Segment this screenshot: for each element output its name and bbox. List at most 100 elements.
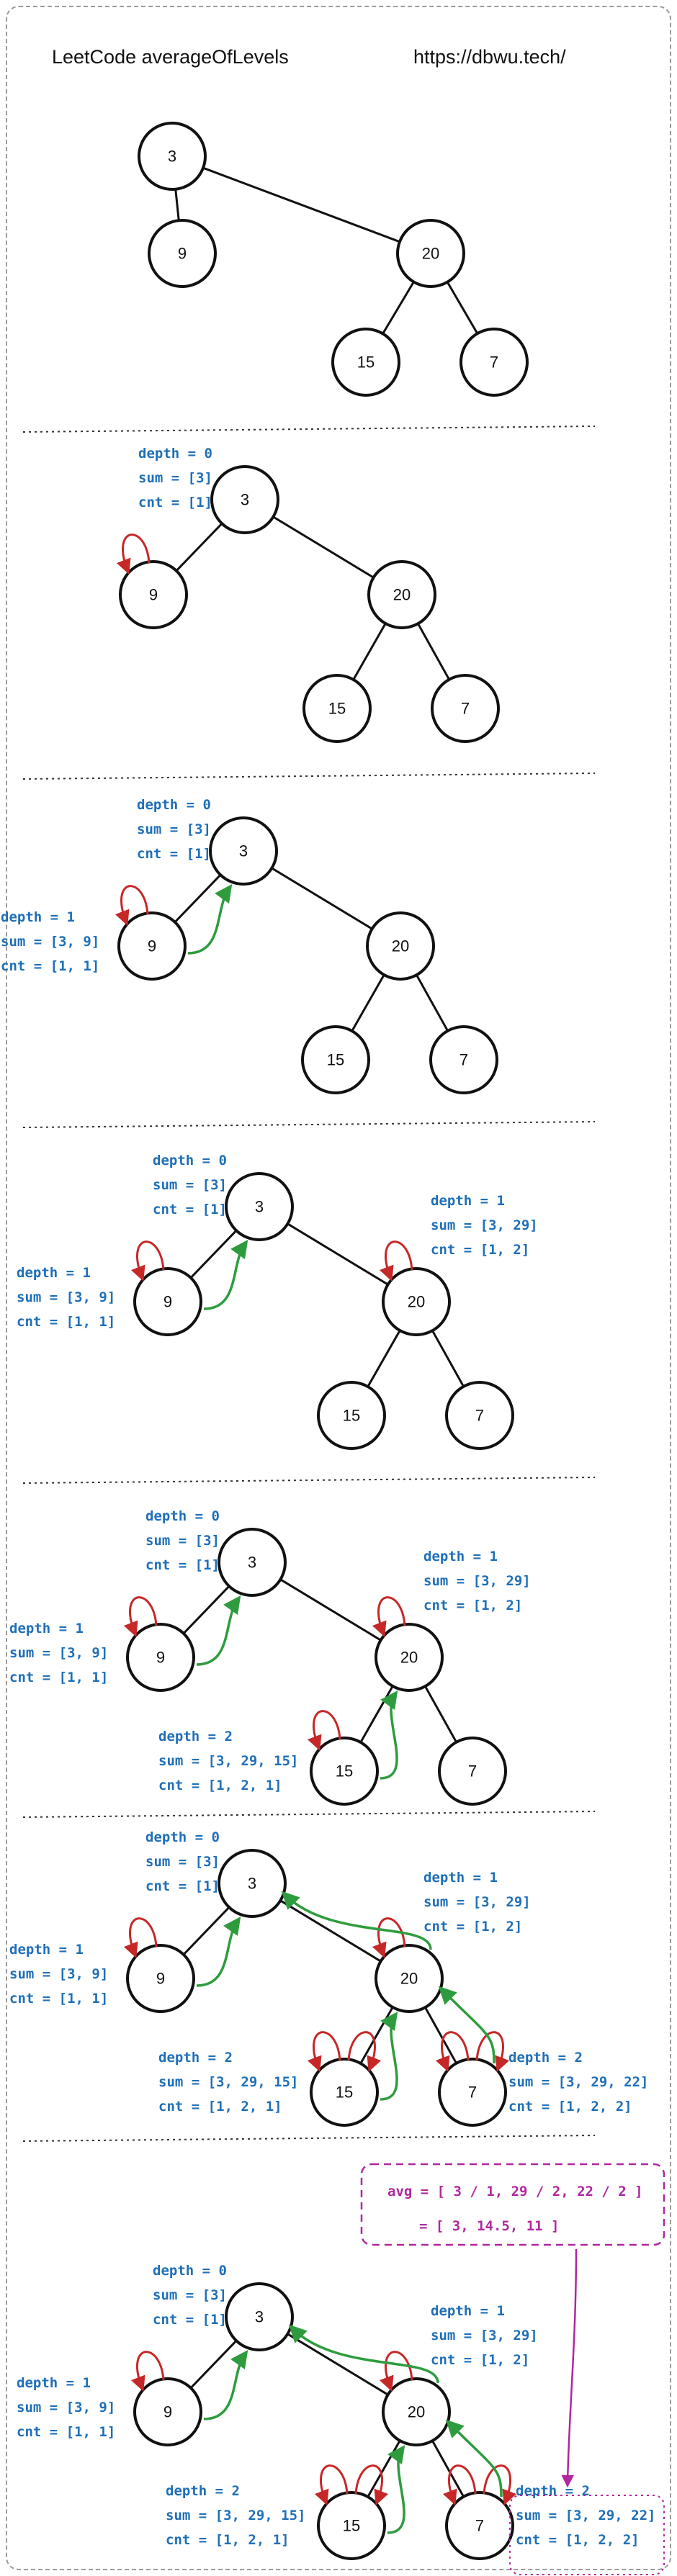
final-state-box [509,2495,665,2575]
tree-node [225,1172,294,1241]
node-value: 20 [400,1970,418,1988]
tree-edge [417,623,450,680]
return-arrow [445,2419,503,2498]
state-label-line: cnt = [1] [153,2312,227,2328]
state-label-line: depth = 2 [166,2483,240,2499]
node-value: 15 [336,1762,353,1780]
section-divider [22,425,596,433]
section-divider [22,1477,596,1484]
state-label-line: cnt = [1, 1] [17,2424,115,2440]
return-arrow [187,884,233,955]
tree-node [148,219,217,288]
recursion-arrow [115,885,149,926]
node-value: 7 [475,2517,484,2535]
tree-node [375,1944,444,2013]
node-value: 7 [468,2084,477,2102]
node-value: 9 [163,1293,172,1311]
state-label-line: cnt = [1, 2, 2] [516,2532,640,2548]
tree-edge [279,1899,382,1963]
tree-edge [446,281,479,335]
tree-node [438,2058,507,2127]
state-label-line: sum = [3, 9] [17,2400,115,2415]
recursion-arrow [379,1240,413,1282]
tree-node [366,911,435,981]
state-label-line: depth = 0 [153,2263,227,2279]
state-label-line: depth = 1 [431,2303,505,2319]
recursion-arrow [307,2031,341,2072]
tree-node [331,328,400,397]
return-arrow [203,1240,248,1310]
state-label-line: sum = [3, 29] [431,2328,538,2343]
tree-edge [431,1330,465,1387]
node-value: 15 [343,1407,360,1425]
state-label-line: sum = [3, 29, 22] [516,2508,655,2523]
state-label-line: cnt = [1] [153,1202,227,1217]
tree-edge [424,1685,457,1743]
return-arrow [387,2445,405,2534]
result-arrow [561,2248,578,2488]
tree-edge [202,166,400,243]
node-value: 3 [255,2308,264,2326]
tree-node [317,1381,386,1450]
state-label-line: depth = 1 [431,1193,505,1209]
tree-node [218,1528,287,1597]
tree-edge [431,2440,465,2498]
node-value: 15 [336,2084,353,2102]
state-label-line: cnt = [1] [145,1557,220,1573]
tree-node [367,560,436,629]
source-url: https://dbwu.tech/ [413,46,566,68]
tree-node [301,1025,370,1094]
return-arrow [380,2012,398,2101]
node-value: 7 [468,1762,477,1780]
tree-edge [424,2007,457,2064]
state-label-line: cnt = [1, 1] [1,958,99,974]
tree-node [459,328,529,397]
state-label-line: depth = 1 [423,1549,498,1564]
state-label-line: depth = 0 [138,446,212,461]
section-divider [22,1121,596,1128]
node-value: 15 [327,1051,344,1069]
state-label-line: cnt = [1, 2, 1] [158,2099,282,2115]
tree-edge [287,2333,389,2396]
state-label-line: sum = [3, 9] [17,1289,115,1305]
state-label-line: depth = 0 [137,797,211,813]
state-label-line: sum = [3, 29] [431,1217,538,1233]
state-label-line: cnt = [1, 2, 1] [166,2532,290,2548]
tree-node [445,1381,514,1450]
recursion-arrow [379,2351,413,2392]
recursion-arrow [123,1917,158,1958]
state-label-line: cnt = [1, 2] [423,1919,522,1935]
return-arrow [438,1986,496,2064]
state-label-line: sum = [3] [153,2287,227,2303]
section-divider [22,1811,596,1818]
node-value: 20 [392,937,409,955]
recursion-arrow [314,2464,349,2505]
state-label-line: depth = 2 [508,2050,583,2066]
recursion-arrow [475,2031,510,2072]
node-value: 3 [239,842,248,860]
state-label-line: sum = [3, 29, 22] [508,2074,648,2090]
state-label-line: cnt = [1, 2, 1] [158,1778,282,1793]
state-label-line: cnt = [1] [145,1878,220,1894]
tree-node [382,1267,451,1336]
node-value: 9 [149,586,158,604]
recursion-arrow [123,1596,158,1637]
node-value: 9 [178,245,187,263]
state-label-line: cnt = [1, 2] [431,1242,529,1258]
return-arrow [288,2324,439,2384]
recursion-arrow [483,2464,517,2505]
tree-edge [279,1578,382,1641]
